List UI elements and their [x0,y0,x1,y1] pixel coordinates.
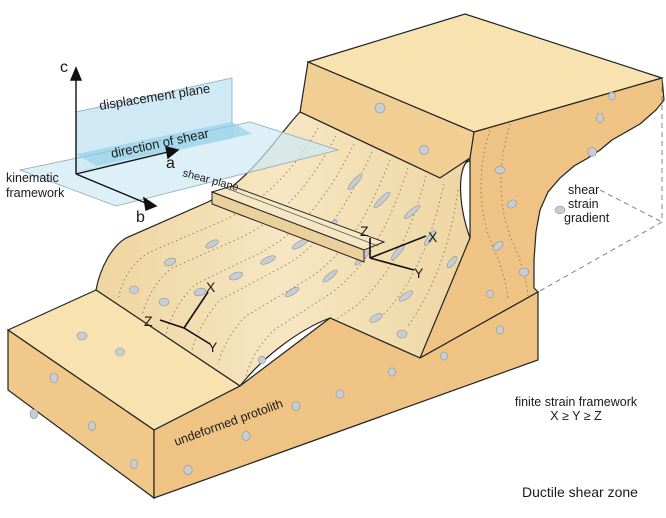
kinematic-framework-label-1: kinematic [6,171,59,185]
strain-upper-y: Y [414,265,424,281]
shear-direction-band [76,122,252,166]
strain-upper-x: X [428,229,438,245]
axis-c-label: c [60,59,68,76]
axis-b-label: b [136,209,145,226]
strain-upper-z: Z [360,223,369,239]
finite-strain-inequality-label: X ≥ Y ≥ Z [550,409,602,423]
diagram-title: Ductile shear zone [522,484,638,500]
lower-block-side-face [153,290,539,499]
finite-strain-framework-label: finite strain framework [515,395,638,409]
axis-a-label: a [166,155,175,172]
kinematic-framework-label-2: framework [6,186,65,200]
shear-strain-gradient-label-3: gradient [564,211,610,225]
strain-axes-lower [159,291,211,345]
reference-slab [210,185,386,263]
stretched-clasts [129,102,597,339]
shear-strain-gradient-label-2: strain [568,197,599,211]
shear-strain-gradient-label-1: shear [568,183,599,197]
kinematic-axes [69,66,180,211]
round-clasts [29,91,616,475]
gradient-guides [537,78,663,293]
strain-axes-upper [369,235,427,271]
strain-lower-z: Z [144,313,153,329]
strain-lower-x: X [206,279,216,295]
strain-lower-y: Y [208,339,218,355]
